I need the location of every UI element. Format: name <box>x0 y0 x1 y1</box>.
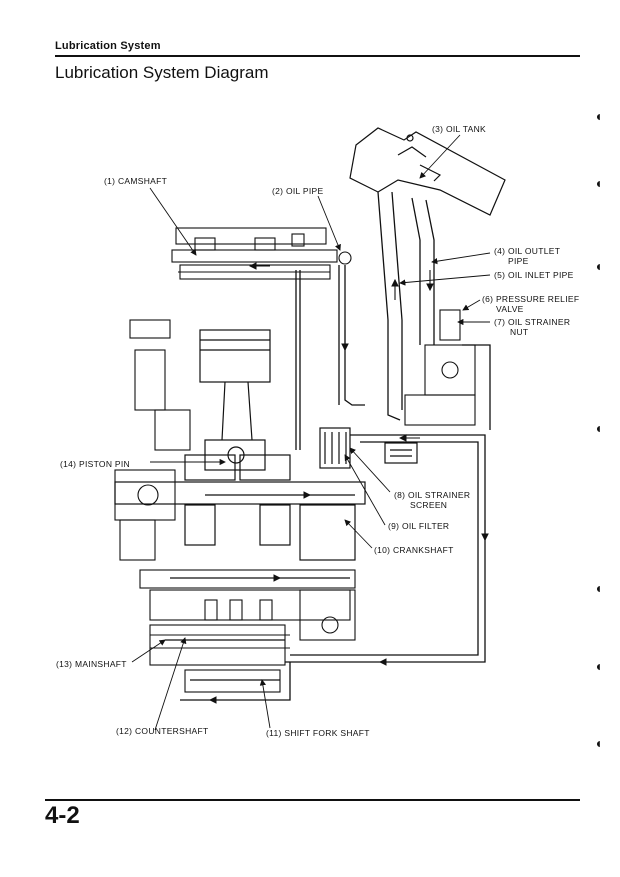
transmission-assembly <box>139 569 356 693</box>
camshaft-assembly <box>171 227 352 280</box>
oil-piping <box>165 191 491 701</box>
footer-rule <box>45 799 580 801</box>
page-title: Lubrication System Diagram <box>55 63 269 82</box>
section-header: Lubrication System <box>55 40 161 52</box>
page-number: 4-2 <box>45 802 80 829</box>
flow-arrows <box>208 262 489 704</box>
callout-oil-strainer-screen-2: SCREEN <box>410 500 448 510</box>
binding-mark: ◖ <box>594 108 603 124</box>
callout-piston-pin: (14) PISTON PIN <box>60 459 130 469</box>
callout-oil-pipe: (2) OIL PIPE <box>272 186 324 196</box>
callout-mainshaft: (13) MAINSHAFT <box>56 659 127 669</box>
oil-tank <box>349 127 506 216</box>
callout-oil-inlet-pipe: (5) OIL INLET PIPE <box>494 270 574 280</box>
callout-oil-outlet-pipe: (4) OIL OUTLET <box>494 246 561 256</box>
binding-mark: ◖ <box>594 658 603 674</box>
oil-filter-box <box>319 427 418 469</box>
callout-oil-outlet-pipe-2: PIPE <box>508 256 529 266</box>
callout-pressure-relief-valve: (6) PRESSURE RELIEF <box>482 294 580 304</box>
crankcase-left <box>114 319 191 561</box>
callout-oil-tank: (3) OIL TANK <box>432 124 486 134</box>
leader-lines <box>131 134 491 731</box>
callout-camshaft: (1) CAMSHAFT <box>104 176 168 186</box>
callout-oil-strainer-screen: (8) OIL STRAINER <box>394 490 471 500</box>
callout-countershaft: (12) COUNTERSHAFT <box>116 726 209 736</box>
callout-crankshaft: (10) CRANKSHAFT <box>374 545 454 555</box>
header-rule <box>55 55 580 57</box>
binding-mark: ◖ <box>594 175 603 191</box>
callout-oil-strainer-nut-2: NUT <box>510 327 529 337</box>
binding-mark: ◖ <box>594 735 603 751</box>
callout-pressure-relief-valve-2: VALVE <box>496 304 524 314</box>
binding-mark: ◖ <box>594 420 603 436</box>
binding-mark: ◖ <box>594 258 603 274</box>
callout-oil-strainer-nut: (7) OIL STRAINER <box>494 317 571 327</box>
crankshaft-assembly <box>114 454 366 561</box>
callout-shift-fork-shaft: (11) SHIFT FORK SHAFT <box>266 728 370 738</box>
binding-mark: ◖ <box>594 580 603 596</box>
piston-cylinder <box>199 329 271 471</box>
pump-assembly <box>404 309 476 426</box>
callout-oil-filter: (9) OIL FILTER <box>388 521 450 531</box>
